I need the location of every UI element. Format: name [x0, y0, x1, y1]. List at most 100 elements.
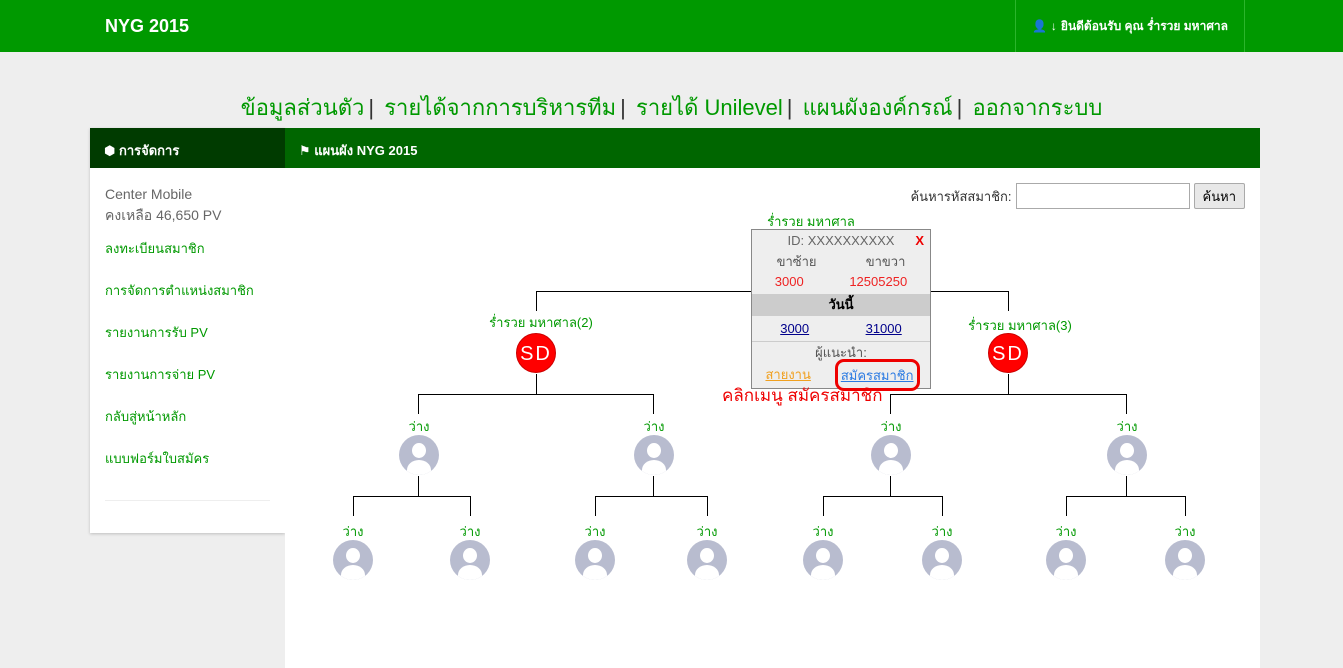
empty-avatar-icon[interactable]: [922, 540, 962, 580]
tree-connector: [707, 496, 708, 516]
empty-avatar-icon[interactable]: [803, 540, 843, 580]
content-title: แผนผัง NYG 2015: [314, 143, 418, 158]
content-header: ⚑ แผนผัง NYG 2015: [285, 128, 1260, 168]
empty-avatar-icon[interactable]: [1046, 540, 1086, 580]
empty-slot-label[interactable]: ว่าง: [880, 419, 902, 434]
brand[interactable]: NYG 2015: [105, 16, 190, 36]
empty-slot-label[interactable]: ว่าง: [643, 419, 665, 434]
empty-slot-label[interactable]: ว่าง: [408, 419, 430, 434]
empty-avatar-icon[interactable]: [1107, 435, 1147, 475]
member-id: ID: XXXXXXXXXX: [787, 233, 895, 248]
tree-connector: [418, 394, 653, 395]
tree-connector: [595, 496, 596, 516]
instruction-callout: คลิกเมนู สมัครสมาชิก: [722, 386, 883, 405]
tree-connector: [595, 496, 707, 497]
empty-slot-label[interactable]: ว่าง: [1055, 524, 1077, 539]
tree-connector: [890, 476, 891, 496]
nav-profile[interactable]: ข้อมูลส่วนตัว: [240, 95, 365, 120]
sidebar-item-pv-paid[interactable]: รายงานการจ่าย PV: [105, 367, 216, 382]
empty-avatar-icon[interactable]: [871, 435, 911, 475]
right-leg-value: 12505250: [849, 274, 908, 289]
empty-avatar-icon[interactable]: [634, 435, 674, 475]
sidebar-item-pv-received[interactable]: รายงานการรับ PV: [105, 325, 208, 340]
tree-connector: [890, 394, 1126, 395]
empty-avatar-icon[interactable]: [1165, 540, 1205, 580]
root-name[interactable]: ร่ำรวย มหาศาล: [767, 214, 855, 229]
sidebar-item-position[interactable]: การจัดการตำแหน่งสมาชิก: [105, 283, 254, 298]
sidebar-header: ⬢ การจัดการ: [90, 128, 285, 168]
member-search: ค้นหารหัสสมาชิก: ค้นหา: [910, 183, 1245, 209]
tree-connector: [470, 496, 471, 516]
empty-avatar-icon[interactable]: [450, 540, 490, 580]
empty-slot-label[interactable]: ว่าง: [931, 524, 953, 539]
tree-connector: [536, 374, 537, 394]
welcome-text: ยินดีต้อนรับ คุณ ร่ำรวย มหาศาล: [1060, 18, 1229, 33]
flag-icon: ⚑: [299, 143, 315, 158]
tree-connector: [1008, 291, 1009, 311]
search-input[interactable]: [1015, 183, 1190, 209]
sd-badge[interactable]: SD: [988, 333, 1028, 373]
member-name[interactable]: ร่ำรวย มหาศาล(2): [489, 315, 593, 330]
sidebar-item-home[interactable]: กลับสู่หน้าหลัก: [105, 409, 187, 424]
user-menu[interactable]: 👤↓ ยินดีต้อนรับ คุณ ร่ำรวย มหาศาล: [1015, 0, 1245, 52]
divider: [105, 500, 270, 501]
arrow-down-icon: ↓: [1050, 19, 1057, 33]
member-name[interactable]: ร่ำรวย มหาศาล(3): [968, 318, 1072, 333]
today-right-link[interactable]: 31000: [865, 321, 902, 336]
empty-slot-label[interactable]: ว่าง: [459, 524, 481, 539]
tree-connector: [890, 394, 891, 414]
empty-avatar-icon[interactable]: [687, 540, 727, 580]
balance: คงเหลือ 46,650 PV: [105, 207, 222, 223]
left-leg-label: ขาซ้าย: [776, 254, 817, 269]
tree-connector: [1008, 374, 1009, 394]
tree-connector: [536, 291, 537, 311]
content-panel: ⚑ แผนผัง NYG 2015 ค้นหารหัสสมาชิก: ค้นหา: [285, 128, 1260, 668]
sidebar-title: การจัดการ: [118, 143, 180, 158]
empty-avatar-icon[interactable]: [399, 435, 439, 475]
main-nav: ข้อมูลส่วนตัว| รายได้จากการบริหารทีม| รา…: [240, 95, 1103, 120]
sd-badge[interactable]: SD: [516, 333, 556, 373]
empty-slot-label[interactable]: ว่าง: [584, 524, 606, 539]
tree-connector: [1066, 496, 1067, 516]
register-member-link[interactable]: สมัครสมาชิก: [834, 359, 920, 391]
empty-slot-label[interactable]: ว่าง: [342, 524, 364, 539]
tree-connector: [1066, 496, 1185, 497]
empty-slot-label[interactable]: ว่าง: [696, 524, 718, 539]
tree-connector: [418, 476, 419, 496]
nav-logout[interactable]: ออกจากระบบ: [972, 95, 1103, 120]
cube-icon: ⬢: [104, 143, 119, 158]
empty-avatar-icon[interactable]: [575, 540, 615, 580]
tree-connector: [353, 496, 354, 516]
tree-connector: [823, 496, 824, 516]
account-name: Center Mobile: [105, 186, 193, 202]
sidebar-item-form[interactable]: แบบฟอร์มใบสมัคร: [105, 451, 210, 466]
nav-unilevel[interactable]: รายได้ Unilevel: [636, 95, 783, 120]
sidebar-item-register[interactable]: ลงทะเบียนสมาชิก: [105, 241, 205, 256]
user-icon: 👤: [1031, 19, 1047, 33]
tree-connector: [942, 496, 943, 516]
tree-connector: [823, 496, 942, 497]
close-icon[interactable]: X: [915, 233, 924, 248]
empty-slot-label[interactable]: ว่าง: [812, 524, 834, 539]
empty-slot-label[interactable]: ว่าง: [1174, 524, 1196, 539]
sponsor-label: ผู้แนะนำ:: [815, 345, 867, 360]
search-button[interactable]: ค้นหา: [1193, 183, 1245, 209]
today-left-link[interactable]: 3000: [780, 321, 810, 336]
left-leg-value: 3000: [774, 274, 804, 289]
top-navbar: NYG 2015 👤↓ ยินดีต้อนรับ คุณ ร่ำรวย มหาศ…: [0, 0, 1343, 52]
tree-connector: [418, 394, 419, 414]
nav-team-income[interactable]: รายได้จากการบริหารทีม: [384, 95, 617, 120]
nav-org-chart[interactable]: แผนผังองค์กรณ์: [802, 95, 953, 120]
tree-connector: [1126, 394, 1127, 414]
tree-connector: [1126, 476, 1127, 496]
empty-slot-label[interactable]: ว่าง: [1116, 419, 1138, 434]
empty-avatar-icon[interactable]: [333, 540, 373, 580]
tree-connector: [653, 476, 654, 496]
tree-connector: [653, 394, 654, 414]
line-link[interactable]: สายงาน: [765, 367, 811, 382]
today-label: วันนี้: [752, 294, 930, 316]
member-popup: ID: XXXXXXXXXX X ขาซ้าย ขาขวา 3000 1250525…: [751, 229, 931, 391]
right-leg-label: ขาขวา: [865, 254, 906, 269]
sidebar: ⬢ การจัดการ Center Mobile คงเหลือ 46,650 …: [90, 128, 285, 533]
tree-connector: [353, 496, 470, 497]
